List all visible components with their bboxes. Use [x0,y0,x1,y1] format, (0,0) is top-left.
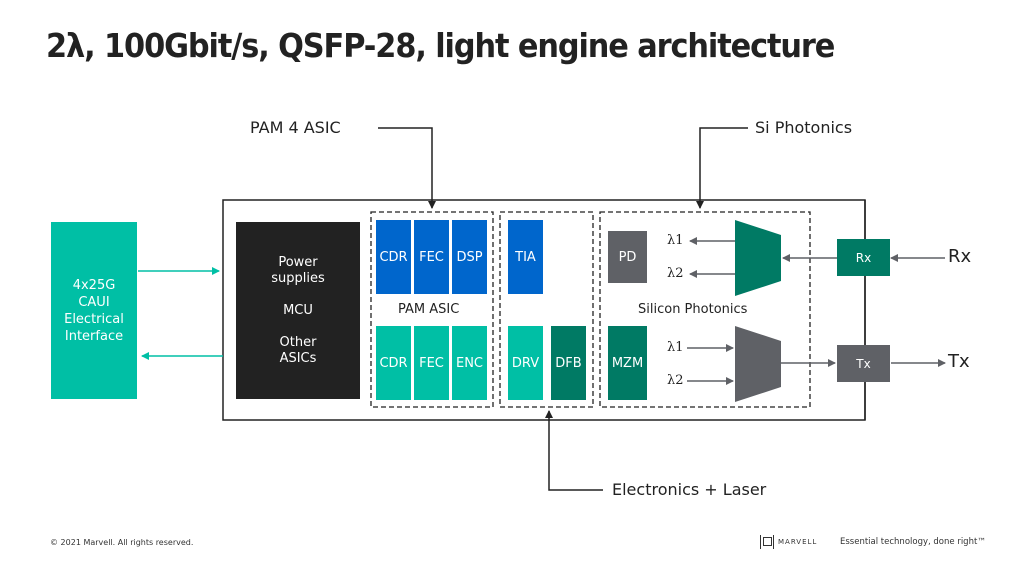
pam-tx-enc-block: ENC [452,326,487,400]
marvell-logo-icon [760,535,774,549]
rx-external-label: Rx [948,246,972,267]
photonics-group [599,211,811,408]
silicon-photonics-label: Silicon Photonics [638,302,748,317]
pam-tx-fec-block: FEC [414,326,449,400]
pam-rx-cdr-block: CDR [376,220,411,294]
pam4-callout-leader [378,127,436,209]
support-other: Other [279,334,317,350]
rx-port-block: Rx [837,239,890,276]
support-mcu: MCU [283,302,313,318]
elec-line-1: 4x25G [72,277,116,293]
callout-si-photonics: Si Photonics [755,118,853,137]
pam-asic-group [370,211,494,408]
tx-external-label: Tx [948,351,970,372]
tx-lambda2-label: λ2 [667,373,684,388]
mzm-block: MZM [608,326,647,400]
tx-lambda1-label: λ1 [667,340,684,355]
support-supplies: supplies [271,270,325,286]
rx-demux [735,220,781,296]
rx-lambda2-label: λ2 [667,266,684,281]
tx-port-block: Tx [837,345,890,382]
marvell-logo-text: MARVELL [778,538,818,546]
callout-electronics-laser: Electronics + Laser [612,480,767,499]
dfb-block: DFB [551,326,586,400]
copyright-text: © 2021 Marvell. All rights reserved. [50,538,194,547]
page-title: 2λ, 100Gbit/s, QSFP-28, light engine arc… [46,26,835,65]
pam-rx-dsp-block: DSP [452,220,487,294]
elec-line-4: Interface [64,328,124,344]
tagline-text: Essential technology, done right™ [840,537,986,547]
support-block: Power supplies MCU Other ASICs [236,222,360,399]
tx-mux [735,326,781,402]
electrical-interface-block: 4x25G CAUI Electrical Interface [51,222,137,399]
rx-lambda1-label: λ1 [667,233,684,248]
pam-rx-fec-block: FEC [414,220,449,294]
elec-line-2: CAUI [78,294,110,310]
pd-block: PD [608,231,647,283]
siph-callout-leader [696,127,748,209]
marvell-logo: MARVELL [760,535,817,549]
elec-line-3: Electrical [64,311,124,327]
pam-tx-cdr-block: CDR [376,326,411,400]
callout-pam4-asic: PAM 4 ASIC [250,118,341,137]
elec-callout-leader [545,410,603,491]
tia-block: TIA [508,220,543,294]
pam-asic-label: PAM ASIC [398,302,460,317]
support-asics: ASICs [279,350,317,366]
drv-block: DRV [508,326,543,400]
support-power: Power [278,254,318,270]
